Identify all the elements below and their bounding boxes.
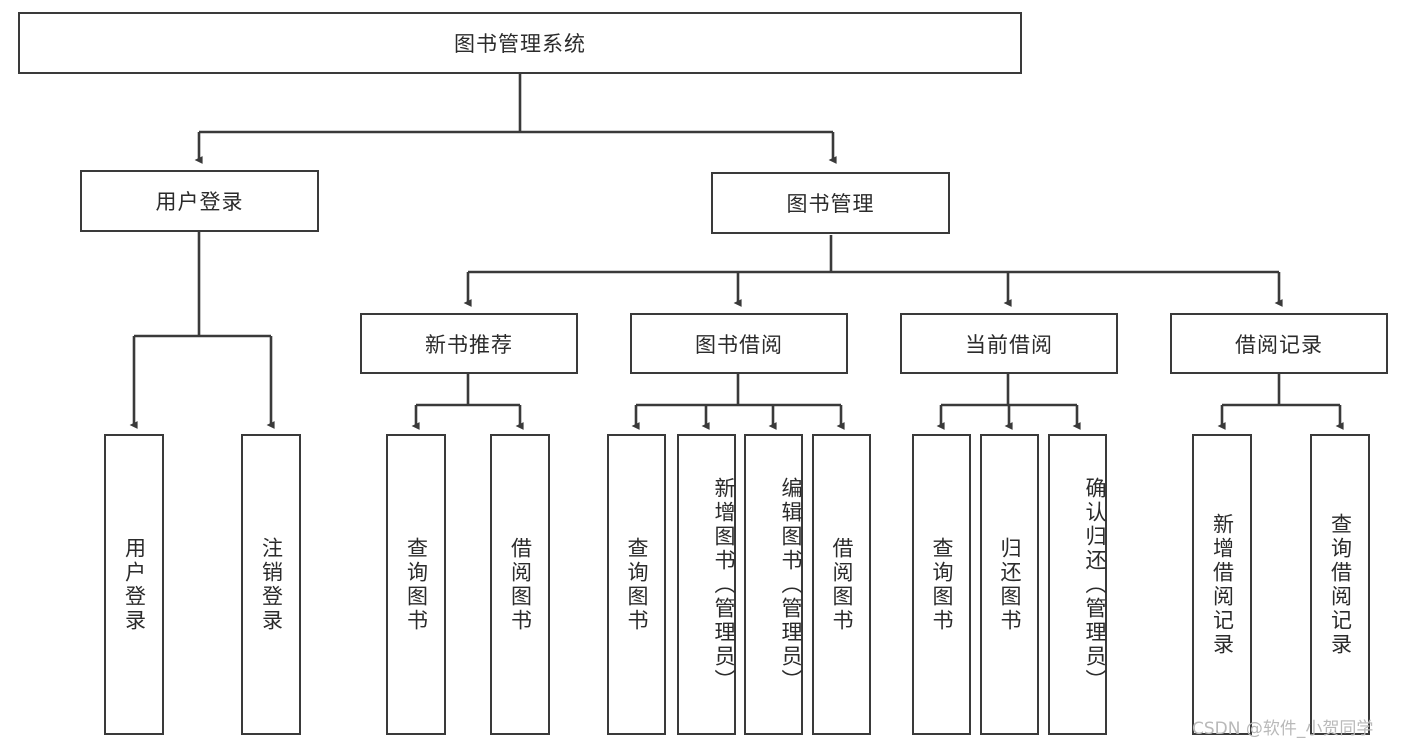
leaf-add-book[interactable]: 新增图书（管理员）	[677, 434, 736, 735]
leaf-query-borrow-record[interactable]: 查询借阅记录	[1310, 434, 1370, 735]
node-borrow-record[interactable]: 借阅记录	[1170, 313, 1388, 374]
leaf-logout-login[interactable]: 注销登录	[241, 434, 301, 735]
leaf-return-book[interactable]: 归还图书	[980, 434, 1039, 735]
leaf-borrow-book-new[interactable]: 借阅图书	[490, 434, 550, 735]
node-root-system[interactable]: 图书管理系统	[18, 12, 1022, 74]
node-user-login[interactable]: 用户登录	[80, 170, 319, 232]
leaf-add-borrow-record[interactable]: 新增借阅记录	[1192, 434, 1252, 735]
leaf-edit-book[interactable]: 编辑图书（管理员）	[744, 434, 803, 735]
node-current-borrow[interactable]: 当前借阅	[900, 313, 1118, 374]
node-book-borrow[interactable]: 图书借阅	[630, 313, 848, 374]
leaf-user-login[interactable]: 用户登录	[104, 434, 164, 735]
leaf-query-book-new[interactable]: 查询图书	[386, 434, 446, 735]
leaf-confirm-return[interactable]: 确认归还（管理员）	[1048, 434, 1107, 735]
leaf-borrow-book-borrow[interactable]: 借阅图书	[812, 434, 871, 735]
node-book-management[interactable]: 图书管理	[711, 172, 950, 234]
node-new-book-recommend[interactable]: 新书推荐	[360, 313, 578, 374]
csdn-watermark: CSDN @软件_小贺同学	[1192, 719, 1374, 739]
leaf-query-book-current[interactable]: 查询图书	[912, 434, 971, 735]
leaf-query-book-borrow[interactable]: 查询图书	[607, 434, 666, 735]
